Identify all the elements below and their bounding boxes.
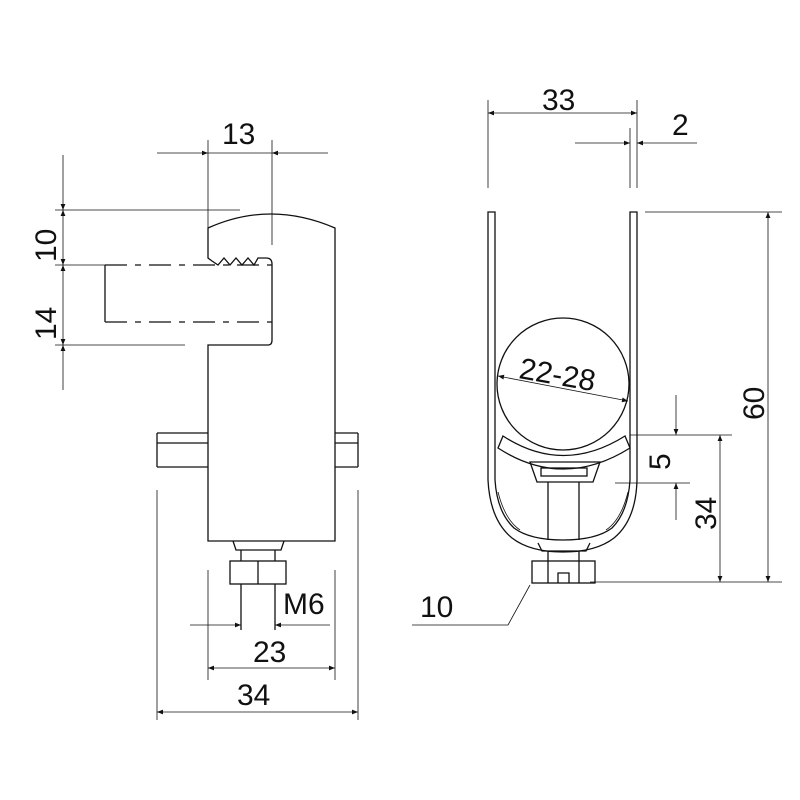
front-view-clamp [487, 211, 638, 584]
dim-top-height: 10 [30, 229, 63, 262]
dim-inner-width: 23 [253, 636, 286, 669]
dim-base-height: 34 [690, 497, 723, 530]
dim-overall-width: 34 [237, 679, 270, 712]
dim-offset: 5 [644, 453, 677, 470]
front-view-dimensions [412, 100, 782, 626]
dim-slot-height: 14 [30, 307, 63, 340]
dim-wall: 2 [672, 109, 689, 142]
side-view-clamp-body [104, 213, 359, 630]
dim-thread: M6 [283, 588, 325, 621]
dim-top-width: 13 [222, 118, 255, 151]
dim-pipe-range: 22-28 [517, 352, 598, 398]
dim-nut: 10 [420, 591, 453, 624]
dim-width: 33 [542, 84, 575, 117]
dim-height: 60 [738, 387, 771, 420]
side-view-dimensions [55, 140, 359, 720]
